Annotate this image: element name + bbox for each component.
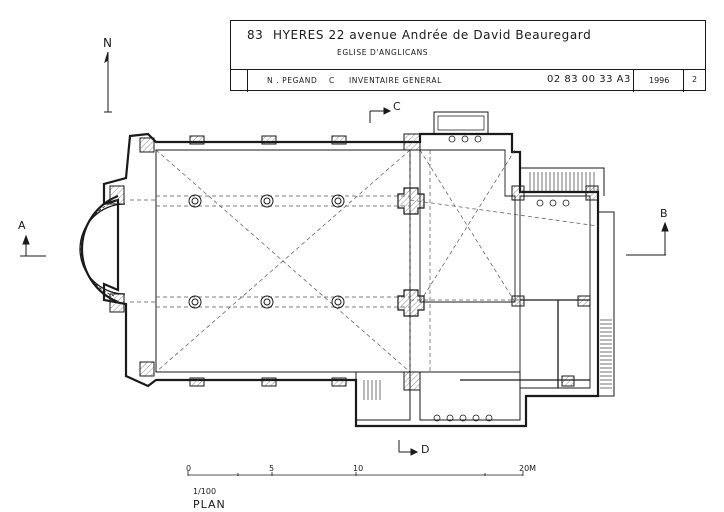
section-marker-a — [20, 234, 46, 257]
portico-columns — [433, 135, 570, 422]
cell-divider — [633, 70, 634, 92]
section-marker-b — [626, 221, 669, 256]
nave-columns — [188, 194, 345, 309]
department-number: 83 — [247, 28, 264, 42]
wall-buttresses — [109, 133, 599, 391]
section-label-b: B — [660, 207, 668, 220]
stair-right-side — [600, 319, 612, 389]
section-label-d: D — [421, 443, 430, 456]
address-text: HYERES 22 avenue Andrée de David Beaureg… — [273, 28, 592, 42]
cruciform-piers — [397, 187, 425, 317]
section-label-c: C — [393, 100, 401, 113]
title-block-header: 83 HYERES 22 avenue Andrée de David Beau… — [231, 21, 705, 70]
stair-lower — [363, 380, 381, 400]
cell-divider — [683, 70, 684, 92]
north-label: N — [103, 36, 112, 50]
scale-bar — [187, 471, 524, 476]
scale-tick-5: 5 — [269, 464, 275, 473]
north-arrow-icon — [104, 51, 112, 113]
scale-tick-0: 0 — [186, 464, 192, 473]
sheet-number: 2 — [692, 75, 698, 84]
cell-divider — [247, 70, 248, 92]
copyright-mark: C — [329, 76, 335, 85]
year-text: 1996 — [649, 76, 670, 85]
section-label-a: A — [18, 219, 26, 232]
window-marks — [226, 141, 308, 381]
stair-top-right — [529, 172, 595, 192]
scale-tick-10: 10 — [353, 464, 364, 473]
reference-number: 02 83 00 33 A3 — [547, 74, 631, 85]
author-name: N . PEGAND — [267, 76, 318, 85]
vault-lines — [130, 149, 599, 373]
building-name: EGLISE D'ANGLICANS — [337, 48, 429, 57]
scale-ratio: 1/100 — [193, 487, 217, 496]
plan-label: PLAN — [193, 498, 226, 511]
organisation-name: INVENTAIRE GENERAL — [349, 76, 442, 85]
title-block: 83 HYERES 22 avenue Andrée de David Beau… — [230, 20, 706, 92]
section-marker-c — [369, 107, 392, 123]
section-marker-d — [398, 440, 419, 456]
scale-tick-20: 20M — [519, 464, 537, 473]
title-block-info-row: N . PEGAND C INVENTAIRE GENERAL 02 83 00… — [231, 70, 705, 92]
church-outline — [79, 111, 615, 428]
